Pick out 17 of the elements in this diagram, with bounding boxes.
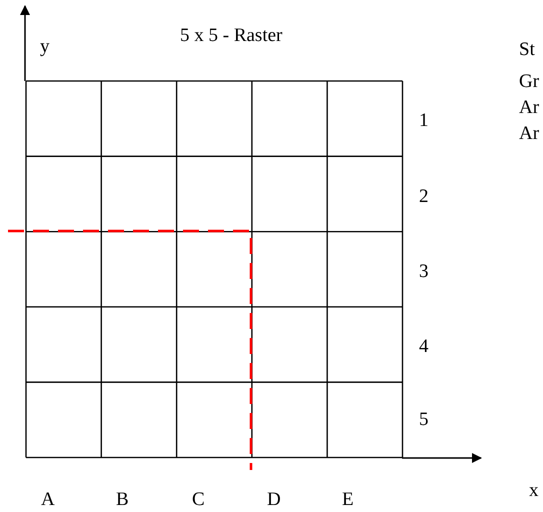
note-text: Gr [519,72,540,91]
column-label: C [192,490,205,509]
note-text: Ar [519,98,540,117]
row-label: 3 [419,262,428,281]
axis-label: x [529,481,538,500]
column-label: D [267,490,281,509]
row-label: 4 [419,337,428,356]
axis-label: y [40,37,50,56]
row-label: 1 [419,111,428,130]
note-text: St [519,40,535,59]
note-text: Ar [519,124,540,143]
chart-title: 5 x 5 - Raster [180,26,282,45]
column-label: B [116,490,129,509]
column-label: A [41,490,55,509]
column-label: E [342,490,354,509]
row-label: 2 [419,187,428,206]
row-label: 5 [419,410,428,429]
